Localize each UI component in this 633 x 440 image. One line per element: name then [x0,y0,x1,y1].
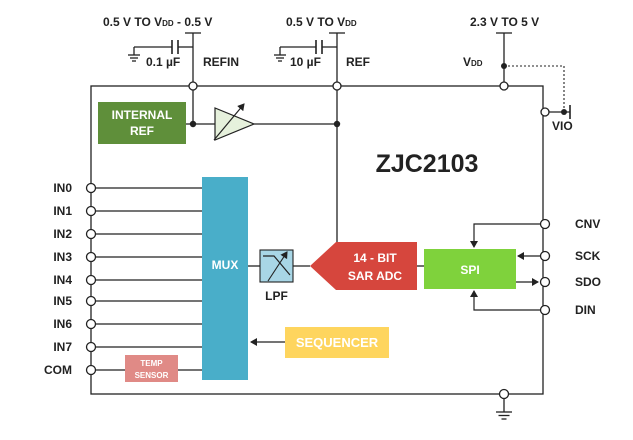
temp-sensor-label-1: TEMP [140,359,163,368]
vio-pin-label: VIO [552,119,573,133]
pin-label-din: DIN [575,303,596,317]
adc-block [310,242,417,290]
gnd-pin-terminal [498,388,510,400]
spi-pins: CNV SCK SDO DIN [470,217,601,317]
temp-sensor-label-2: SENSOR [135,371,169,380]
vio-network [540,105,571,119]
pin-in6 [85,318,97,330]
pin-in1 [85,205,97,217]
refin-range-label: 0.5 V TO VDD - 0.5 V [103,15,212,29]
refin-network [128,32,201,128]
input-pins: IN0 IN1 IN2 IN3 IN4 IN5 IN6 IN7 COM [44,181,202,377]
adc-label-2: SAR ADC [348,269,403,283]
pin-label-in1: IN1 [53,204,72,218]
pin-din [539,304,551,316]
mux-label: MUX [212,258,239,272]
refin-pin-terminal [188,81,198,91]
spi-block [424,249,516,289]
pin-com [85,364,97,376]
pin-in3 [85,251,97,263]
internal-ref-block [98,102,186,144]
pin-label-com: COM [44,363,72,377]
sequencer-label: SEQUENCER [296,335,379,350]
pin-label-sck: SCK [575,249,601,263]
internal-ref-label-1: INTERNAL [112,108,173,122]
pin-in2 [85,228,97,240]
adc-label-1: 14 - BIT [353,251,397,265]
refin-pin-label: REFIN [203,55,239,69]
vio-pin-terminal [540,107,550,117]
refin-cap-label: 0.1 µF [146,55,180,69]
pin-in7 [85,341,97,353]
pin-label-in5: IN5 [53,294,72,308]
mux-block [202,177,248,380]
pin-label-in4: IN4 [53,273,72,287]
vdd-pin-label: VDD [463,55,483,69]
lpf-label: LPF [265,289,288,303]
vdd-pin-terminal [499,81,509,91]
pin-cnv [539,218,551,230]
ref-pin-label: REF [346,55,370,69]
sequencer-block [285,327,389,358]
ground-symbol [496,388,512,420]
chip-name: ZJC2103 [376,150,479,178]
pin-label-sdo: SDO [575,275,601,289]
lpf-block [259,249,294,283]
pin-label-in7: IN7 [53,340,72,354]
pin-label-in2: IN2 [53,227,72,241]
pin-sck [539,250,551,262]
vdd-range-label: 2.3 V TO 5 V [470,15,539,29]
pin-sdo [539,276,551,288]
internal-ref-label-2: REF [130,124,154,138]
ref-buffer-amp [213,103,337,141]
pin-label-in3: IN3 [53,250,72,264]
ref-pin-terminal [332,81,342,91]
ref-range-label: 0.5 V TO VDD [286,15,357,29]
ref-cap-label: 10 µF [290,55,321,69]
pin-in5 [85,295,97,307]
temp-sensor-block [125,355,178,382]
pin-in0 [85,182,97,194]
vdd-network [496,32,565,108]
spi-label: SPI [460,263,479,277]
chip-outline [90,85,544,395]
pin-label-cnv: CNV [575,217,600,231]
ref-network [274,32,345,242]
pin-label-in0: IN0 [53,181,72,195]
pin-in4 [85,274,97,286]
pin-label-in6: IN6 [53,317,72,331]
